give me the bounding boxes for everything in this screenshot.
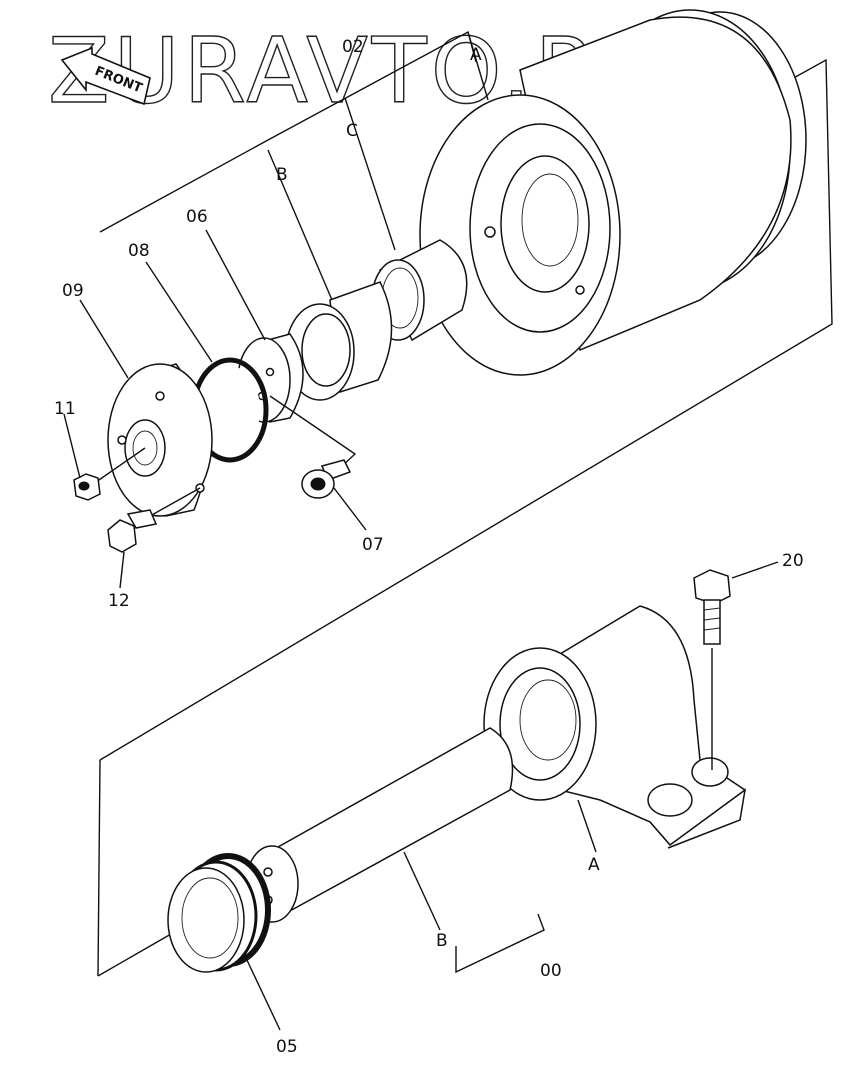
callout-c-top: C [346,121,358,141]
callout-b-top: B [276,165,288,185]
mounting-bolt [693,569,731,770]
cover-bolt [107,487,201,553]
callout-06: 06 [186,207,208,227]
assembly-bracket-bottom [97,759,179,977]
callout-08: 08 [128,241,150,261]
callout-a-bottom: A [588,855,600,875]
leader-lines-top [63,229,367,589]
callout-05: 05 [276,1037,298,1057]
leader-lines-bottom [245,561,779,1031]
callout-07: 07 [362,535,384,555]
callout-02: 02 [342,37,364,57]
plug-screw [73,447,146,501]
assembly-bracket-top [99,30,833,761]
roller-body [419,9,807,376]
thrust-plate-screw [269,395,357,499]
callout-20: 20 [782,551,804,571]
callout-00: 00 [540,961,562,981]
callout-09: 09 [62,281,84,301]
callout-12: 12 [108,591,130,611]
end-cover [107,363,213,517]
floating-seal [167,853,271,973]
shaft [245,727,514,923]
support-bracket [483,605,747,849]
callout-a-top: A [470,45,482,65]
callout-11: 11 [54,399,76,419]
callout-b-bottom: B [436,931,448,951]
